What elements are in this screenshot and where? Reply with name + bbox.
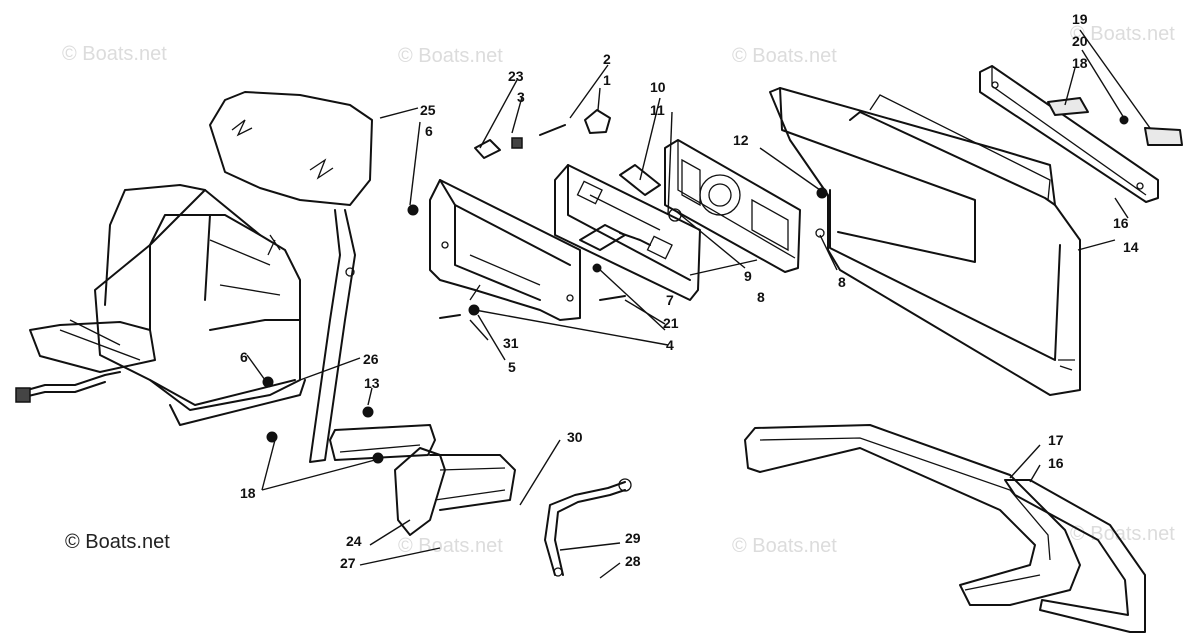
callout-label: 3 [517,89,525,105]
callout-label: 16 [1048,455,1064,471]
leader-lines [246,29,1151,579]
callout-label: 12 [733,132,749,148]
main-watermark: © Boats.net [65,531,170,553]
callout-label: 8 [838,274,846,290]
reflector-lens [664,139,801,273]
callout-label: 4 [666,337,674,353]
callout-label: 16 [1113,215,1129,231]
callout-label: 14 [1123,239,1139,255]
callout-label: 2 [603,51,611,67]
callout-label: 28 [625,553,641,569]
backrest-bar [309,209,356,463]
callout-label: 10 [650,79,666,95]
callout-label: 13 [364,375,380,391]
nut-icon [266,431,278,443]
watermark: © Boats.net [732,45,837,67]
washer-icon [815,228,825,238]
callout-label: 6 [240,349,248,365]
screw-icon [539,124,566,136]
watermark: © Boats.net [1070,23,1175,45]
gasket [619,164,661,196]
nut-icon [468,304,480,316]
screw-icon [599,295,626,301]
nut-icon [407,204,419,216]
taillight-bracket [429,179,581,321]
watermark-layer: © Boats.net © Boats.net © Boats.net © Bo… [62,23,1175,557]
callout-label: 20 [1072,33,1088,49]
taillight-lens [554,164,701,301]
callout-label: 31 [503,335,519,351]
license-plate-frame [769,87,1081,396]
decal-strips [1047,97,1183,146]
callout-label: 26 [363,351,379,367]
hardware [262,109,1129,464]
callout-label: 5 [508,359,516,375]
callout-label: 30 [567,429,583,445]
watermark: © Boats.net [732,535,837,557]
grab-handle [544,478,632,577]
nut-icon [592,263,602,273]
wire-harness [15,371,121,403]
connector-icon [15,387,31,403]
callout-label: 11 [650,102,665,118]
bumper [744,424,1146,633]
clip-icon [511,137,523,149]
nut-icon [362,406,374,418]
callout-label: 7 [666,292,674,308]
callout-labels: 2 1 3 23 10 11 25 6 12 9 8 7 8 21 4 31 5… [240,11,1139,571]
callout-label: 25 [420,102,436,118]
callout-label: 27 [340,555,356,571]
callout-label: 6 [425,123,433,139]
backrest-pad [209,91,373,206]
callout-label: 17 [1048,432,1064,448]
callout-label: 18 [240,485,256,501]
hinge-brackets [329,424,516,536]
callout-label: 23 [508,68,524,84]
watermark: © Boats.net [62,43,167,65]
nut-icon [1119,115,1129,125]
callout-label: 8 [757,289,765,305]
callout-label: 19 [1072,11,1088,27]
callout-label: 24 [346,533,362,549]
callout-label: 29 [625,530,641,546]
callout-label: 9 [744,268,752,284]
screw-icon [439,314,461,319]
mounting-bar [979,65,1159,203]
callout-label: 18 [1072,55,1088,71]
watermark: © Boats.net [398,45,503,67]
tail-housing [29,184,306,426]
knob-icon [584,109,611,134]
callout-label: 1 [603,72,611,88]
callout-label: 21 [663,315,679,331]
bracket-icon [474,139,501,159]
